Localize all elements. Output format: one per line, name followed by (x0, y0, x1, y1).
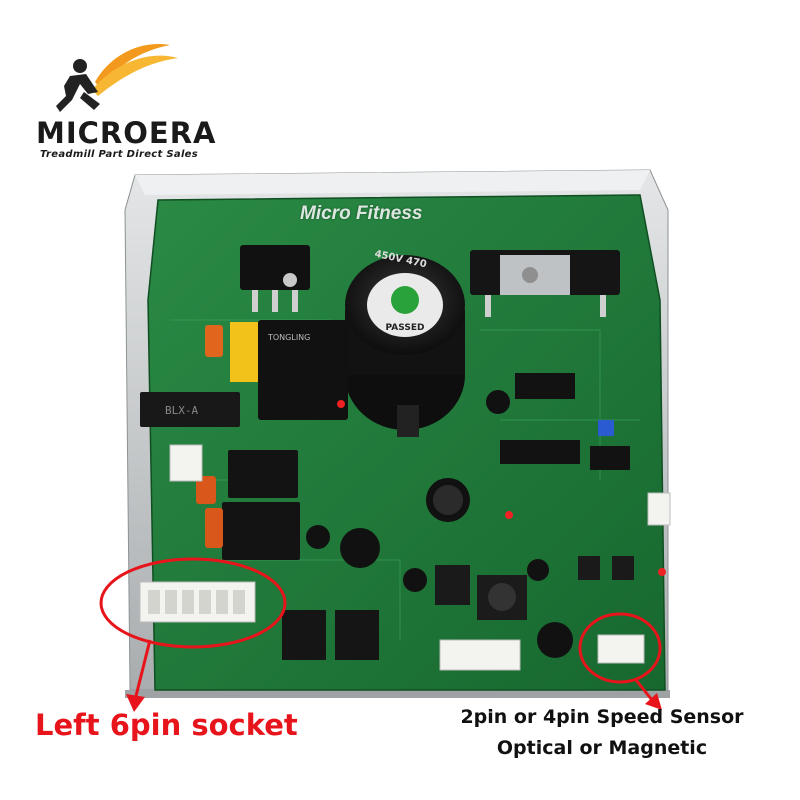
left-6pin-socket (139, 581, 256, 623)
blue-trimmer (598, 420, 614, 436)
left-socket-highlight (99, 557, 287, 649)
left-arrow (126, 639, 152, 712)
power-transistor-right (470, 250, 620, 317)
small-capacitors (306, 390, 573, 658)
red-leds (337, 400, 666, 576)
speed-sensor-caption-line1: 2pin or 4pin Speed Sensor (460, 706, 744, 728)
film-capacitors (196, 325, 223, 548)
inductor (477, 575, 527, 620)
speed-sensor-caption-line2: Optical or Magnetic (496, 737, 708, 759)
voltage-regulator (397, 405, 470, 605)
left-socket-caption: Left 6pin socket (35, 708, 298, 742)
running-man-logo-icon (56, 44, 178, 112)
integrated-circuits (500, 373, 634, 580)
relay-label-text: TONGLING (267, 333, 310, 342)
power-transistor-left (240, 245, 310, 312)
blx-connector: BLX-A (140, 392, 240, 427)
relay-tongling: TONGLING (230, 320, 348, 420)
main-capacitor: PASSED 450V 470 (345, 249, 465, 430)
right-arrow (634, 679, 662, 710)
speed-sensor-highlight (578, 612, 662, 684)
bottom-connector (439, 639, 521, 671)
capacitor-sticker-text: PASSED (386, 323, 425, 333)
brand-tagline: Treadmill Part Direct Sales (40, 149, 199, 160)
small-relays (222, 450, 300, 560)
watermark-text: Micro Fitness (300, 203, 423, 224)
bridge-rectifiers (282, 610, 379, 660)
brand-name: MICROERA (36, 116, 217, 150)
connector-label-text: BLX-A (165, 404, 198, 417)
side-connectors (169, 444, 671, 526)
speed-sensor-socket (597, 634, 645, 664)
